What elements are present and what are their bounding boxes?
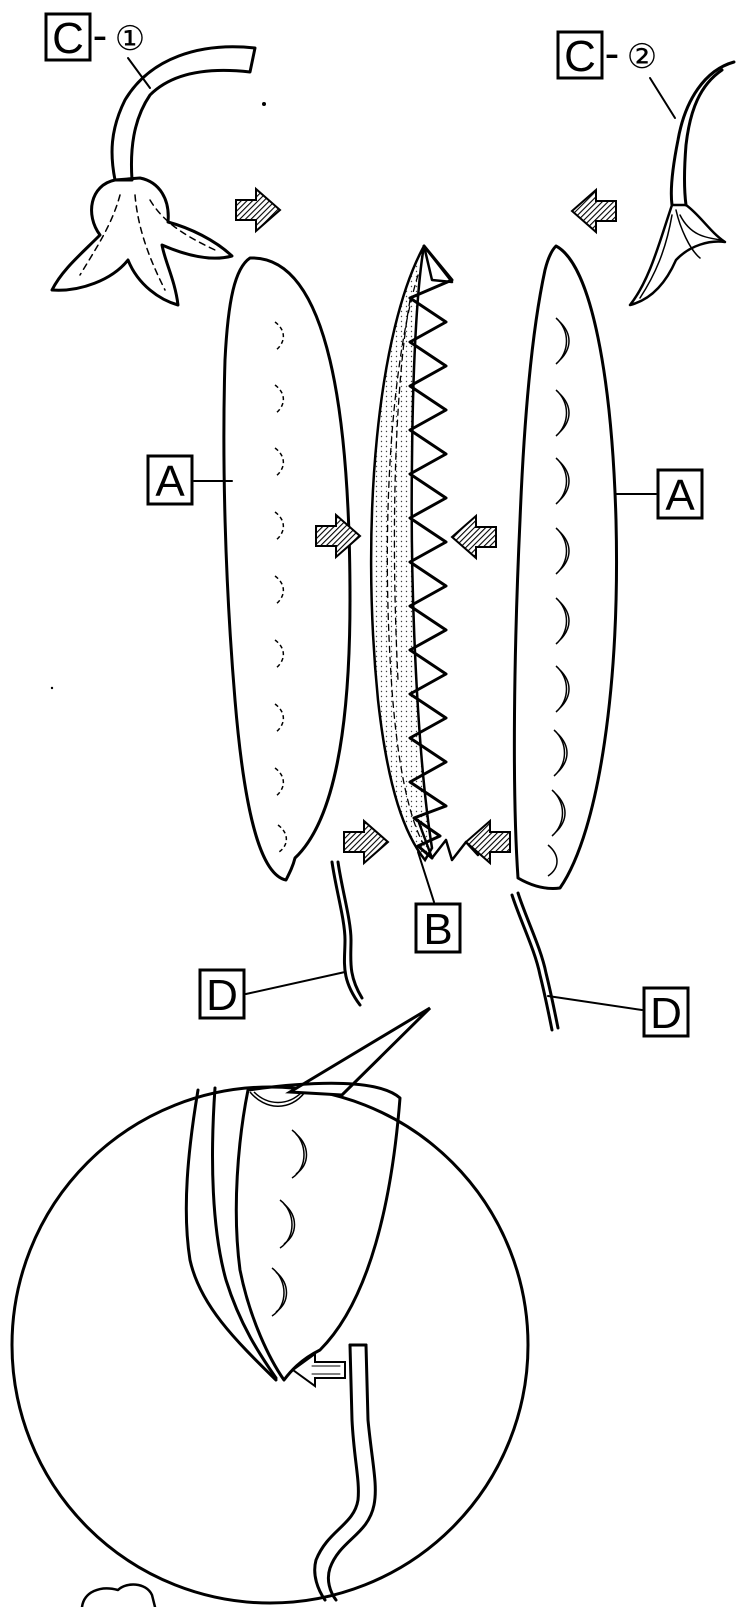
label-a-left-text: A [155,457,185,506]
pod-half-left [224,258,350,880]
label-d-right-text: D [650,989,682,1038]
center-zigzag-strip [371,246,478,860]
arrow-low-right [466,821,510,863]
calyx-right [630,62,734,305]
label-d-left-text: D [206,971,238,1020]
label-c1-dash: - [93,11,108,60]
label-c2: C - ② [558,29,657,81]
label-c2-letter: C [564,32,596,81]
label-c1-letter: C [52,14,84,63]
speck [51,687,53,689]
label-c1: C - ① [46,11,145,63]
stem-right [512,893,558,1030]
stem-left [332,862,362,1005]
pea-seeds-left [275,322,286,852]
partial-shape-bottom [82,1585,155,1607]
pea-seeds-right [548,318,569,876]
arrow-top-left [236,189,280,231]
magnified-detail [12,1008,528,1603]
label-b: B [416,852,460,954]
label-a-left: A [148,456,232,506]
label-c1-number: ① [115,19,145,59]
label-d-left: D [200,970,345,1020]
label-b-text: B [423,905,452,954]
pod-half-right [514,246,616,888]
calyx-left [52,47,255,305]
arrow-top-right [572,190,616,232]
arrow-mid-right [452,516,496,558]
speck [262,102,266,106]
label-c2-number: ② [627,37,657,77]
label-a-right-text: A [665,471,695,520]
label-d-right: D [548,988,688,1038]
arrow-mid-left [316,515,360,557]
arrow-low-left [344,821,388,863]
label-c2-dash: - [605,29,620,78]
label-a-right: A [616,470,702,520]
